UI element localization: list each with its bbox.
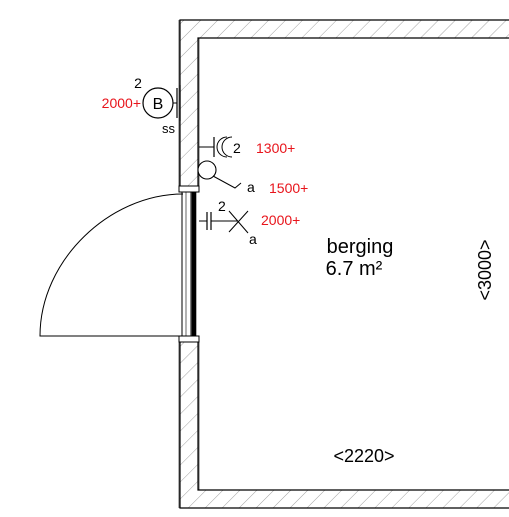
lamp-height: 1500+ <box>269 180 308 196</box>
outlet-double-count: 2 <box>233 140 241 156</box>
room-name: berging <box>327 236 394 258</box>
door-frame-top <box>178 185 200 193</box>
door-leaf-outer <box>181 191 192 337</box>
switch-height: 2000+ <box>261 212 300 228</box>
lamp-symbol: a 1500+ <box>197 160 308 196</box>
dimension-width: <2220> <box>333 446 394 466</box>
outlet-b-sub: ss <box>162 121 176 136</box>
lamp-switch: a <box>247 179 255 195</box>
door-leaf-inner <box>191 191 197 337</box>
switch-count: 2 <box>218 198 226 214</box>
door <box>39 20 200 508</box>
door-frame-bottom <box>178 335 200 343</box>
door-swing-arc <box>39 193 184 337</box>
outlet-b-symbol: B 2 ss 2000+ <box>102 75 181 136</box>
room-area: 6.7 m² <box>326 258 383 280</box>
switch-symbol: 2 a 2000+ <box>199 198 300 247</box>
outlet-double-symbol: 2 1300+ <box>199 136 295 158</box>
outlet-b-count: 2 <box>134 75 142 91</box>
switch-switch: a <box>249 231 257 247</box>
dimension-height: <3000> <box>475 239 495 300</box>
outlet-b-height: 2000+ <box>102 95 141 111</box>
lamp-circle <box>197 160 217 180</box>
outlet-b-letter: B <box>153 96 164 113</box>
outlet-double-height: 1300+ <box>256 140 295 156</box>
